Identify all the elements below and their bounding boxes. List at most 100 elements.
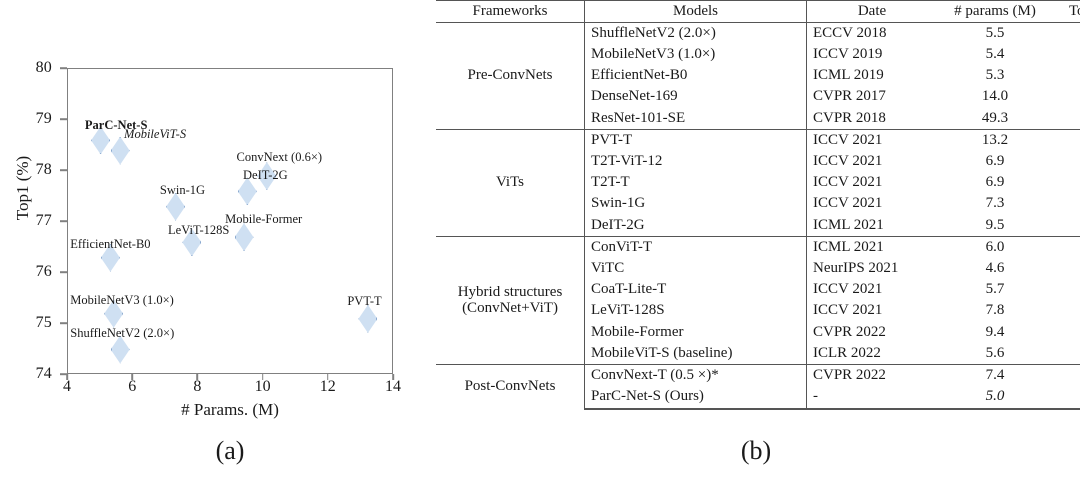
data-point-marker	[91, 126, 111, 155]
cell-top1: 77.6	[1053, 108, 1080, 130]
cell-params: 49.3	[981, 109, 1009, 126]
cell-date: CVPR 2022	[806, 321, 937, 343]
y-tick-mark	[60, 67, 67, 69]
data-point-label: MobileNetV3 (1.0×)	[70, 293, 174, 308]
data-point-marker	[100, 243, 120, 272]
cell-top1: 76.5	[1053, 151, 1080, 172]
data-point-marker	[234, 223, 254, 252]
table-header-row: Frameworks Models Date # params (M) Top1…	[436, 0, 1080, 23]
y-tick-mark	[60, 322, 67, 324]
data-point-label: ConvNext (0.6×)	[236, 150, 323, 165]
cell-params: 5.4	[985, 46, 1005, 63]
data-point-marker	[110, 335, 130, 364]
y-tick-label: 75	[35, 314, 52, 331]
cell-model: ParC-Net-S (Ours)	[584, 386, 807, 410]
x-tick-label: 6	[128, 378, 137, 395]
y-tick-label: 78	[35, 161, 52, 178]
cell-params: 5.3	[985, 67, 1005, 84]
data-point-label: Swin-1G	[159, 183, 206, 198]
cell-params: 7.3	[985, 195, 1005, 212]
cell-top1: 76.6	[1053, 279, 1080, 300]
x-tick-mark	[131, 374, 133, 380]
cell-top1: 75.3	[1053, 258, 1080, 279]
data-point-marker	[237, 177, 257, 206]
figure-caption-b: (b)	[740, 436, 772, 465]
cell-model: PVT-T	[584, 129, 807, 152]
cell-date: CVPR 2017	[806, 86, 937, 108]
cell-top1: 75.2	[1053, 44, 1080, 65]
data-point-label: ShuffleNetV2 (2.0×)	[70, 326, 175, 341]
y-tick-mark	[60, 271, 67, 273]
cell-model: CoaT-Lite-T	[584, 279, 807, 301]
cell-date: ICCV 2021	[806, 129, 937, 152]
cell-top1: 78.4	[1053, 343, 1080, 365]
cell-date: ECCV 2018	[806, 22, 937, 45]
x-tick-mark	[261, 374, 264, 380]
cell-date: ICML 2019	[806, 65, 937, 87]
cell-date: ICCV 2021	[806, 279, 937, 301]
cell-date: -	[806, 386, 937, 410]
cell-params: 7.8	[985, 302, 1005, 319]
table-header: Frameworks Models Date # params (M) Top1…	[436, 0, 1080, 23]
cell-model: ViTC	[584, 258, 807, 280]
x-tick-mark	[196, 374, 199, 380]
x-tick-label: 14	[385, 378, 401, 395]
cell-model: DeIT-2G	[584, 214, 807, 237]
cell-model: EfficientNet-B0	[584, 65, 807, 87]
cell-date: ICML 2021	[806, 214, 937, 237]
data-point-marker	[110, 136, 130, 165]
cell-model: T2T-T	[584, 172, 807, 194]
cell-top1: 76.5	[1053, 173, 1080, 194]
x-tick-label: 8	[193, 378, 202, 395]
cell-model: DenseNet-169	[584, 86, 807, 108]
cell-date: NeurIPS 2021	[806, 258, 937, 280]
data-point-label: LeViT-128S	[168, 222, 230, 237]
cell-date: ICCV 2021	[806, 151, 937, 173]
cell-top1: 77.6	[1053, 215, 1080, 237]
column-header-date: Date	[806, 0, 937, 23]
cell-top1: 78.6	[1053, 386, 1080, 410]
data-point-label: ParC-Net-S	[84, 118, 148, 132]
data-point-marker	[166, 192, 186, 221]
y-tick-label: 80	[35, 59, 52, 76]
comparison-table-panel: Frameworks Models Date # params (M) Top1…	[436, 0, 1080, 482]
cell-params: 14.0	[981, 88, 1009, 105]
cell-top1: 77.3	[1053, 194, 1080, 215]
cell-params: 9.5	[985, 216, 1005, 233]
framework-group-label: Pre-ConvNets	[436, 22, 585, 130]
x-tick-mark	[66, 374, 68, 380]
x-tick-label: 12	[319, 378, 336, 395]
cell-model: ConViT-T	[584, 236, 807, 259]
framework-group-label: Post-ConvNets	[436, 364, 585, 409]
data-point-label: PVT-T	[347, 293, 382, 308]
cell-params: 6.0	[937, 236, 1053, 259]
y-tick-mark	[60, 118, 67, 120]
x-tick-mark	[327, 374, 329, 380]
cell-model: ShuffleNetV2 (2.0×)	[584, 22, 807, 45]
x-tick-mark	[392, 374, 394, 380]
column-header-models: Models	[584, 0, 807, 23]
plot-area	[67, 68, 393, 374]
cell-model: LeViT-128S	[584, 300, 807, 322]
column-header-frameworks: Frameworks	[436, 0, 585, 23]
cell-date: ICLR 2022	[806, 343, 937, 365]
cell-top1: 73.1	[1053, 236, 1080, 259]
cell-date: CVPR 2022	[806, 364, 937, 387]
cell-model: MobileNetV3 (1.0×)	[584, 44, 807, 66]
cell-model: T2T-ViT-12	[584, 151, 807, 173]
framework-group-label: ViTs	[436, 129, 585, 237]
cell-top1: 77.5	[1053, 364, 1080, 387]
cell-model: Mobile-Former	[584, 321, 807, 343]
